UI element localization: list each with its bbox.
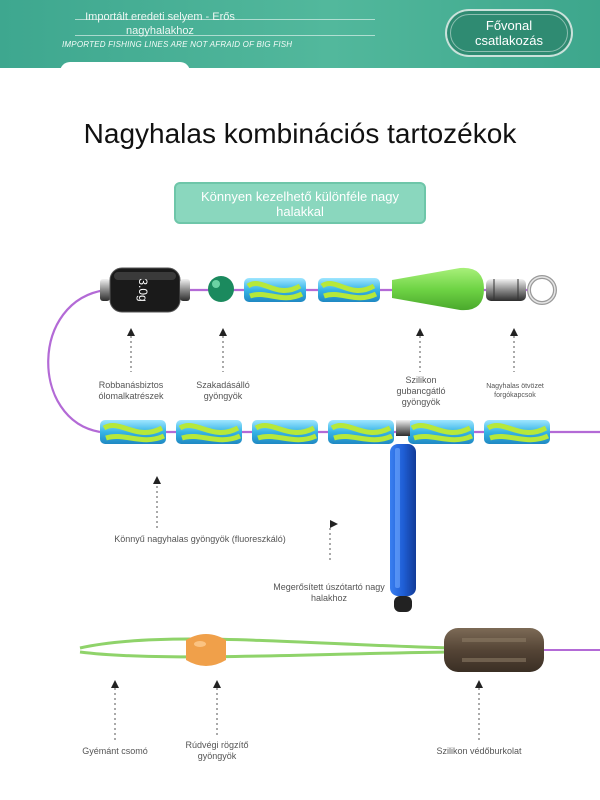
label-light-beads: Könnyű nagyhalas gyöngyök (fluoreszkáló) xyxy=(114,534,286,544)
label-rod-end-stopper: Rúdvégi rögzítő gyöngyök xyxy=(185,740,249,761)
banner-rule xyxy=(75,35,375,36)
label-diamond-knot: Gyémánt csomó xyxy=(82,746,148,756)
diamond-knot-line xyxy=(79,637,600,659)
top-banner: Importált eredeti selyem - Erős nagyhala… xyxy=(0,0,600,68)
label-silicone-anti-tangle: Szilikon gubancgátló gyöngyök xyxy=(396,375,446,407)
float-holder xyxy=(390,420,416,612)
silicone-anti-tangle-bead xyxy=(392,267,484,311)
pill-label: Fővonal csatlakozás xyxy=(475,18,543,48)
light-bead-row-lower xyxy=(100,420,550,444)
banner-headline: Importált eredeti selyem - Erős nagyhala… xyxy=(85,11,235,37)
label-alloy-swivel: Nagyhalas ötvözet forgókapcsok xyxy=(486,383,544,399)
alloy-swivel-clip xyxy=(486,275,557,305)
banner-tab-notch xyxy=(60,62,190,72)
pill-inner-ring xyxy=(450,14,568,52)
banner-subline: IMPORTED FISHING LINES ARE NOT AFRAID OF… xyxy=(62,40,293,49)
main-line-connection-button[interactable]: Fővonal csatlakozás xyxy=(445,9,573,57)
explosion-proof-lead-weight: 3.0g xyxy=(100,267,190,313)
subtitle-button[interactable]: Könnyen kezelhető különféle nagy halakka… xyxy=(174,182,426,224)
silicone-cover xyxy=(444,628,544,672)
rod-end-stopper-bead xyxy=(186,634,226,666)
label-float-holder: Megerősített úszótartó nagy halakhoz xyxy=(273,582,385,603)
label-silicone-cover: Szilikon védőburkolat xyxy=(436,746,522,756)
label-anti-break-bead: Szakadásálló gyöngyök xyxy=(196,380,250,401)
page-title: Nagyhalas kombinációs tartozékok xyxy=(83,118,517,149)
banner-rule xyxy=(75,19,375,20)
anti-break-bead xyxy=(208,276,234,302)
leader-lines xyxy=(114,336,515,740)
label-explosion-proof-lead: Robbanásbiztos ólomalkatrészek xyxy=(98,380,164,401)
light-bead-row-upper xyxy=(244,278,380,302)
pointer-arrows xyxy=(111,328,518,688)
subtitle-label: Könnyen kezelhető különféle nagy halakka… xyxy=(200,189,400,219)
weight-mark: 3.0g xyxy=(136,278,150,301)
